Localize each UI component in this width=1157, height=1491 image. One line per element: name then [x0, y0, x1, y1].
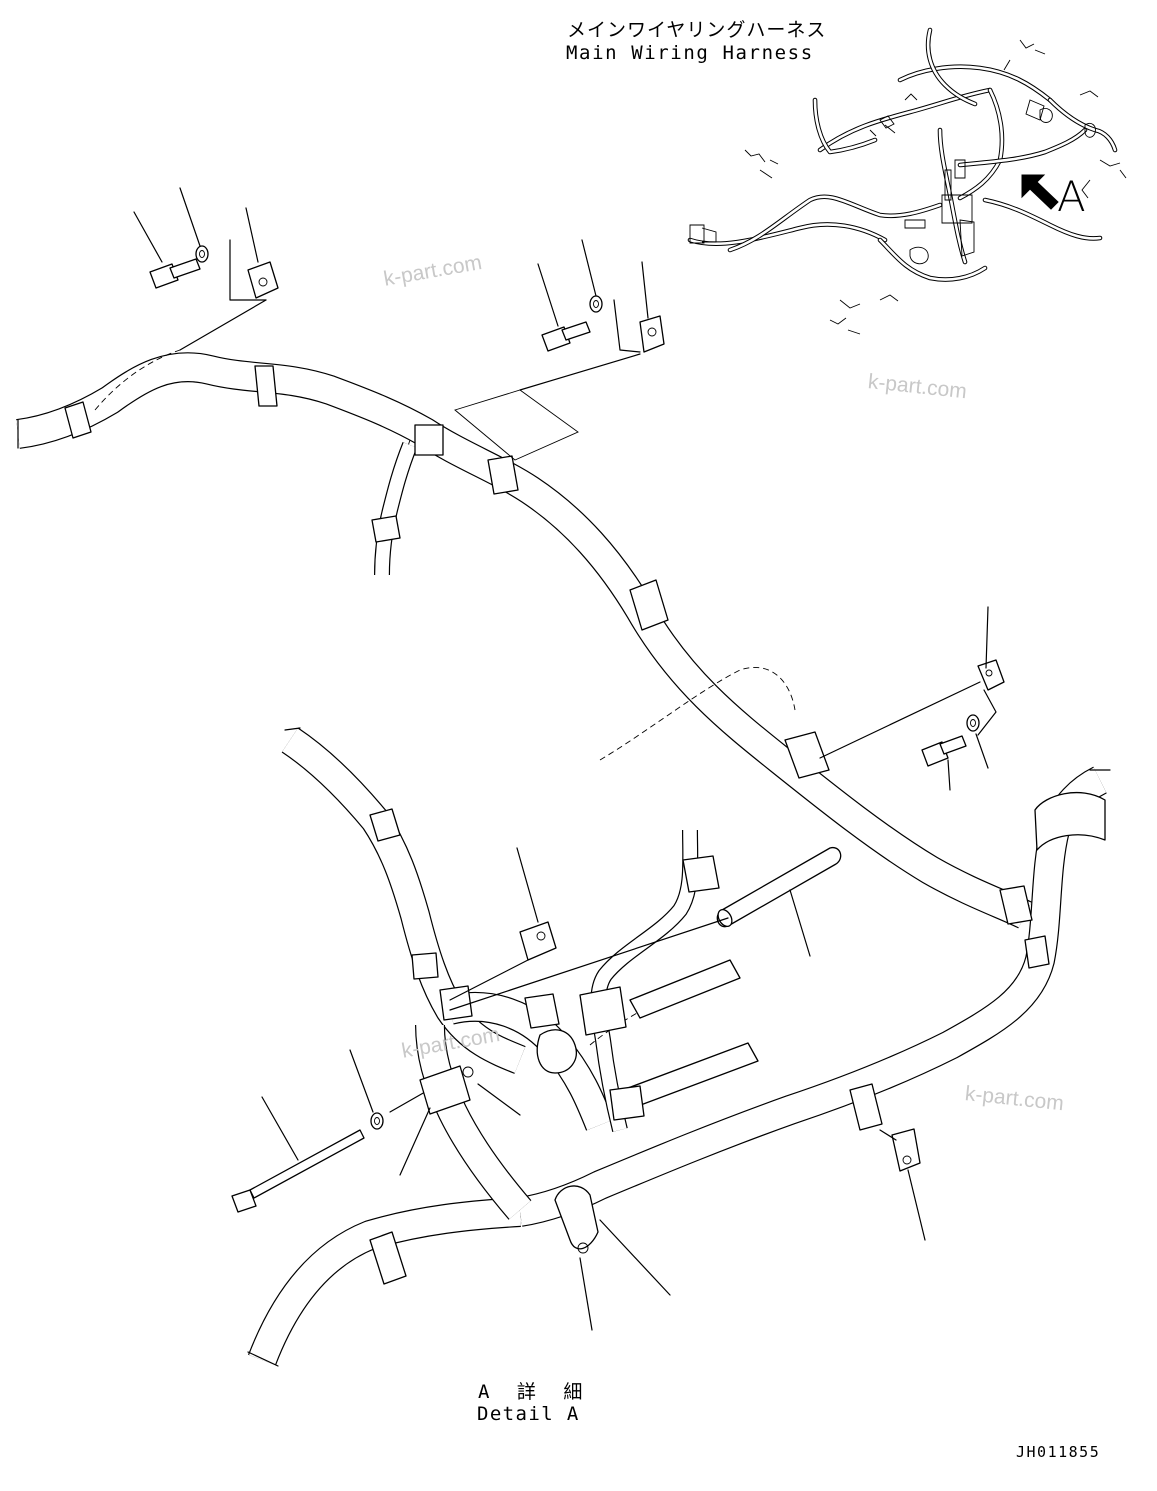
- clamp-icon: [554, 1185, 599, 1254]
- clip-bracket-icon: [977, 659, 1005, 691]
- harness-title-en: Main Wiring Harness: [566, 42, 814, 64]
- branch-tube: [374, 442, 418, 576]
- lower-harness-tube: [247, 1197, 521, 1367]
- view-marker-label: A: [1057, 172, 1086, 221]
- clip-bracket-icon: [639, 315, 665, 353]
- bolt-icon: [231, 1129, 365, 1213]
- washer-icon: [370, 1112, 384, 1130]
- clamp-icon: [419, 1065, 474, 1115]
- overview-wire-bundle: [687, 27, 1127, 335]
- harness-title-jp: メインワイヤリングハーネス: [567, 19, 827, 41]
- right-harness-tube: [517, 766, 1111, 1227]
- fasteners: [133, 187, 1005, 1331]
- bolt-icon: [921, 735, 967, 767]
- view-arrow-icon: [1021, 174, 1059, 210]
- clip-bracket-icon: [891, 1128, 921, 1172]
- clip-bracket-icon: [519, 921, 557, 961]
- washer-icon: [195, 245, 209, 263]
- upper-harness-tube: [15, 349, 1032, 929]
- clip-bracket-icon: [247, 261, 279, 299]
- washer-icon: [589, 295, 603, 313]
- drawing-code: JH011855: [1016, 1443, 1101, 1461]
- bolt-icon: [149, 258, 201, 289]
- washer-icon: [966, 714, 980, 732]
- bolt-icon: [541, 321, 591, 352]
- detail-label-jp: A 詳 細: [478, 1381, 591, 1403]
- detail-label-en: Detail A: [477, 1403, 580, 1425]
- harness-detail: [15, 349, 1111, 1367]
- harness-overview: [687, 27, 1127, 335]
- protector-tube-icon: [716, 846, 842, 928]
- connectors: [536, 959, 759, 1121]
- hose-sleeves: [64, 365, 1106, 1285]
- left-vertical-tube: [281, 727, 614, 1220]
